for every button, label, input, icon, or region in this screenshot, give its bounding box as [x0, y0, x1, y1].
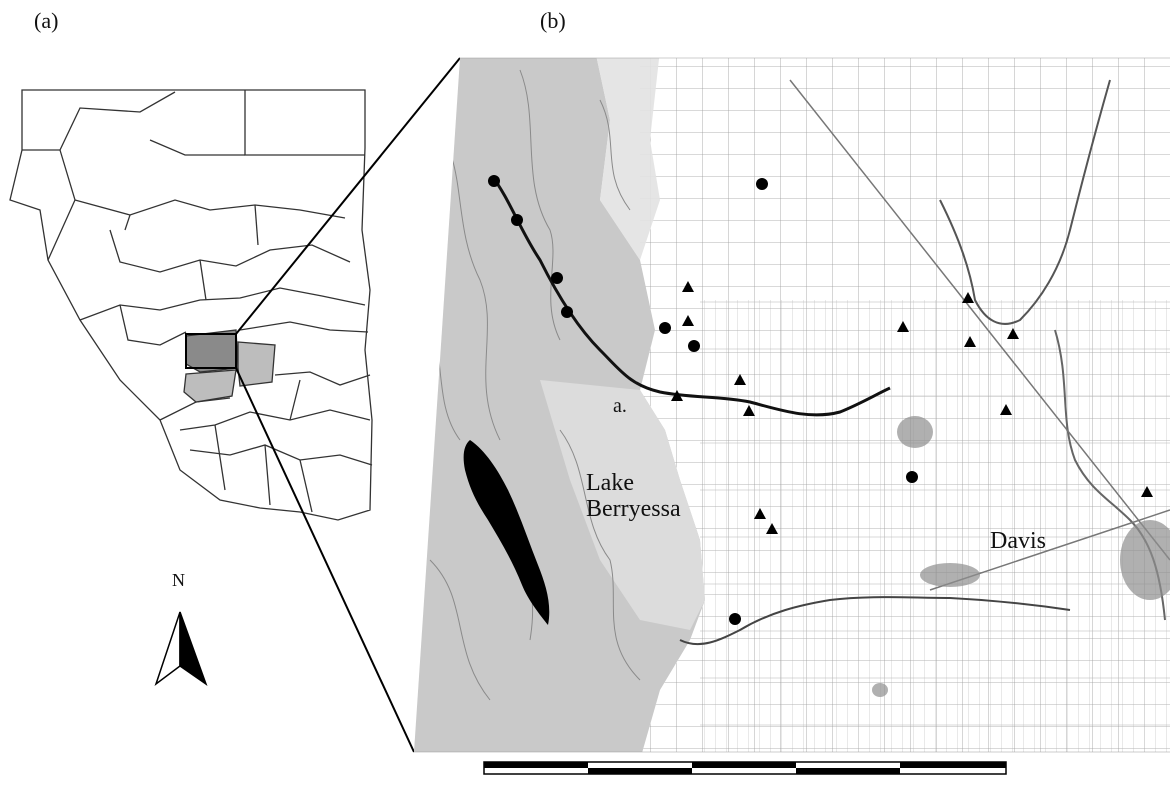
- hills-mid: [540, 380, 705, 630]
- county-line: [299, 459, 313, 513]
- site-triangle-marker: [743, 405, 755, 416]
- lake-berryessa: [463, 440, 550, 625]
- river-north: [939, 79, 1111, 325]
- site-triangle-marker: [671, 390, 683, 401]
- site-circle-marker: [551, 272, 563, 284]
- map-frame: [414, 57, 1170, 753]
- scale-bar: [483, 761, 1007, 775]
- secondary-county: [237, 341, 276, 387]
- zoom-line-bottom: [235, 367, 415, 753]
- county-line: [179, 409, 371, 431]
- zoom-line-top: [235, 57, 461, 335]
- county-line: [254, 204, 259, 246]
- site-triangle-marker: [734, 374, 746, 385]
- site-circle-marker: [659, 322, 671, 334]
- town-davis: [920, 563, 980, 587]
- detail-map: [414, 58, 1170, 752]
- site-triangle-marker: [766, 523, 778, 534]
- site-triangle-marker: [962, 292, 974, 303]
- site-circle-marker: [756, 178, 768, 190]
- site-circle-marker: [561, 306, 573, 318]
- north-label: N: [172, 570, 185, 590]
- site-circle-marker: [688, 340, 700, 352]
- county-line: [264, 444, 271, 506]
- highlighted-county: [185, 329, 239, 373]
- site-triangle-marker: [1007, 328, 1019, 339]
- site-markers: [488, 175, 1153, 625]
- lake-label: Lake Berryessa: [586, 470, 681, 522]
- creek-south: [679, 596, 1071, 646]
- town-winters: [872, 683, 888, 697]
- site-triangle-marker: [897, 321, 909, 332]
- city-label-davis: Davis: [990, 528, 1046, 554]
- site-circle-marker: [906, 471, 918, 483]
- county-map: [9, 89, 373, 521]
- county-line: [79, 287, 366, 321]
- town-sacramento: [1120, 520, 1170, 600]
- state-outline: [9, 89, 373, 521]
- county-line: [274, 371, 371, 386]
- road-grid-fine: [700, 300, 1170, 752]
- site-triangle-marker: [1141, 486, 1153, 497]
- county-line: [189, 444, 373, 466]
- hills-light: [595, 58, 660, 260]
- site-triangle-marker: [754, 508, 766, 519]
- site-triangle-marker: [1000, 404, 1012, 415]
- county-line: [149, 139, 245, 156]
- county-line: [119, 304, 187, 346]
- county-line: [124, 214, 131, 231]
- site-triangle-marker: [682, 315, 694, 326]
- county-line: [289, 379, 301, 421]
- site-label: a.: [613, 395, 627, 417]
- county-line: [239, 321, 369, 333]
- creek: [490, 175, 891, 417]
- panel-label-b: (b): [540, 8, 566, 33]
- county-line: [199, 259, 207, 301]
- highway: [789, 79, 1170, 561]
- site-triangle-marker: [964, 336, 976, 347]
- secondary-county: [183, 369, 237, 403]
- panel-label-a: (a): [34, 8, 59, 33]
- study-area-box: [185, 333, 237, 369]
- county-line: [214, 424, 226, 491]
- north-arrow: [154, 611, 208, 687]
- county-line: [109, 229, 351, 273]
- site-circle-marker: [511, 214, 523, 226]
- site-circle-marker: [729, 613, 741, 625]
- town-woodland: [897, 416, 933, 448]
- site-triangle-marker: [682, 281, 694, 292]
- site-circle-marker: [488, 175, 500, 187]
- county-line: [22, 91, 176, 151]
